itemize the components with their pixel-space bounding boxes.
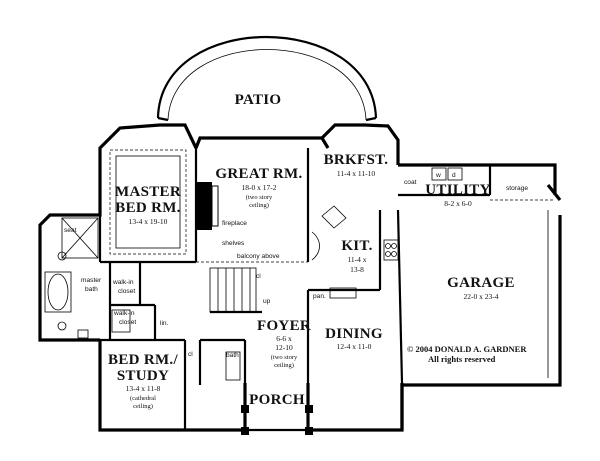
walkin-closet-1b: closet xyxy=(118,288,135,295)
interior-walls xyxy=(44,148,555,430)
bed-study-name1: BED RM./ xyxy=(108,352,178,368)
bath-label: bath xyxy=(226,352,239,359)
copyright-line-1: © 2004 DONALD A. GARDNER xyxy=(407,344,527,354)
great-room-dims: 18-0 x 17-2 xyxy=(242,183,277,192)
patio-label: PATIO xyxy=(235,92,282,108)
porch xyxy=(241,405,313,435)
porch-name: PORCH xyxy=(249,392,305,408)
master-bath-label-2: bath xyxy=(85,286,98,293)
bed-study-note2: ceiling) xyxy=(133,403,153,410)
garage-name: GARAGE xyxy=(447,275,515,291)
kit-dims1: 11-4 x xyxy=(347,255,366,264)
brkfst-dims: 11-4 x 11-10 xyxy=(337,169,375,178)
master-dims: 13-4 x 19-10 xyxy=(129,217,168,226)
dining-dims: 12-4 x 11-0 xyxy=(337,342,372,351)
foyer-dims1: 6-6 x xyxy=(276,334,292,343)
dining-name: DINING xyxy=(325,326,383,342)
bed-study-dims: 13-4 x 11-8 xyxy=(126,384,161,393)
pantry-label: pan. xyxy=(313,293,326,300)
closet-label-1: cl xyxy=(256,273,261,280)
brkfst-name: BRKFST. xyxy=(324,152,389,168)
master-bath-label-1: master xyxy=(81,277,102,284)
great-room-note1: (two story xyxy=(246,194,273,201)
seat-label: seat xyxy=(64,227,77,234)
foyer-dims2: 12-10 xyxy=(275,343,293,352)
master-name1: MASTER xyxy=(115,184,181,200)
kit-name: KIT. xyxy=(341,238,372,254)
utility-dims: 8-2 x 6-0 xyxy=(444,199,472,208)
walkin-closet-2a: walk-in xyxy=(113,310,135,317)
room-labels: GREAT RM. 18-0 x 17-2 (two story ceiling… xyxy=(108,152,515,410)
fireplace-label: fireplace xyxy=(222,220,247,227)
bed-study-name2: STUDY xyxy=(117,368,169,384)
coat-label: coat xyxy=(404,179,417,186)
great-room-note2: ceiling) xyxy=(249,202,269,209)
dryer-label: d xyxy=(452,172,456,179)
closet-label-2: cl xyxy=(188,351,193,358)
foyer-note2: ceiling) xyxy=(274,362,294,369)
balcony-label: balcony above xyxy=(237,253,280,260)
storage-label: storage xyxy=(506,185,528,192)
copyright-line-2: All rights reserved xyxy=(428,354,496,364)
bed-study-note1: (cathedral xyxy=(130,395,156,402)
walkin-closet-2b: closet xyxy=(119,319,136,326)
utility-name: UTILITY xyxy=(425,182,490,198)
foyer-note1: (two story xyxy=(271,354,298,361)
washer-label: w xyxy=(435,172,441,179)
shelves-label: shelves xyxy=(222,240,245,247)
great-room-name: GREAT RM. xyxy=(215,166,302,182)
up-label: up xyxy=(263,298,271,305)
garage-dims: 22-0 x 23-4 xyxy=(464,292,499,301)
small-labels: fireplace shelves balcony above cl cl up… xyxy=(64,172,528,359)
linen-label: lin. xyxy=(160,320,169,327)
master-name2: BED RM. xyxy=(115,200,180,216)
foyer-name: FOYER xyxy=(257,318,311,334)
kit-dims2: 13-8 xyxy=(350,265,364,274)
walkin-closet-1a: walk-in xyxy=(112,279,134,286)
